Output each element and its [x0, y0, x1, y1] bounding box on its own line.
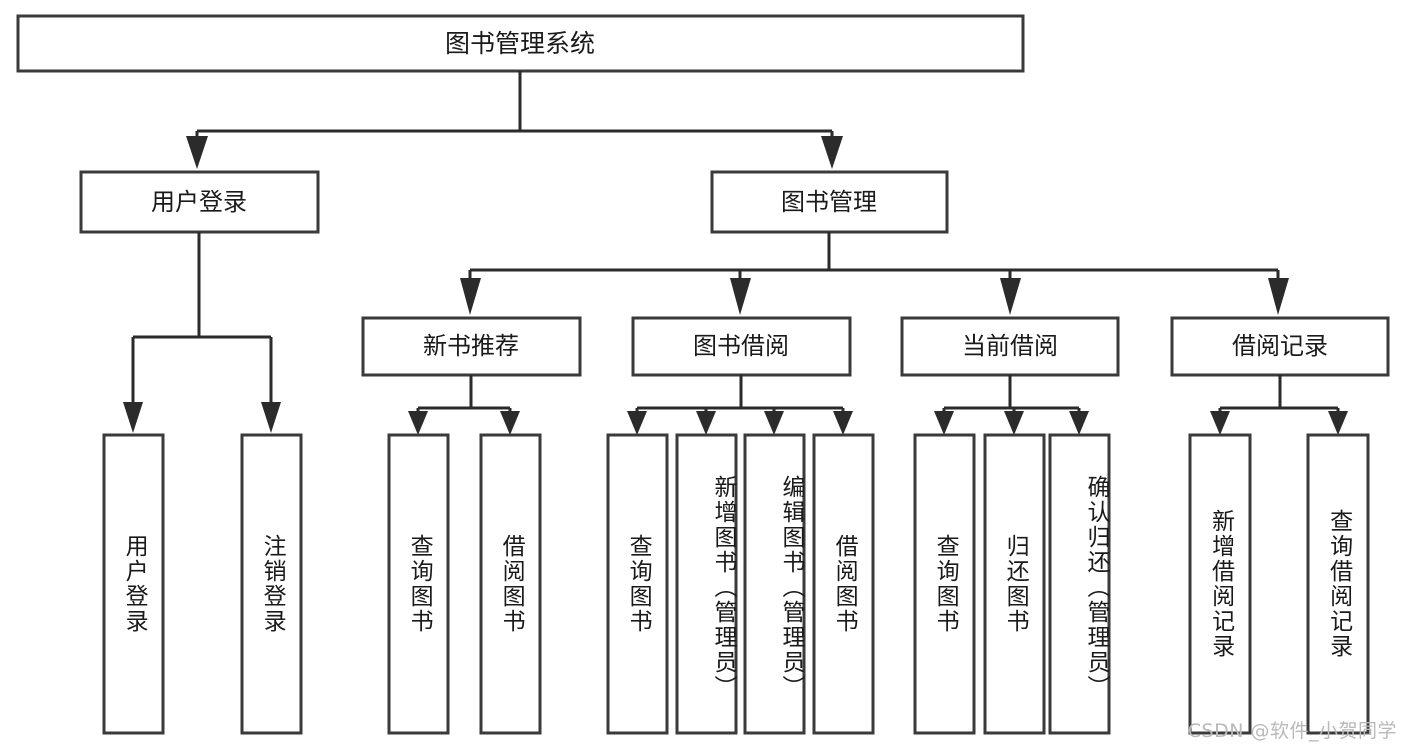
arrow-to-book-management: [821, 136, 843, 169]
leaf-box-nbr-borrow-book[interactable]: [479, 433, 542, 735]
leaf-box-br-add-record[interactable]: [1188, 433, 1252, 735]
arrow-to-user-login: [186, 136, 208, 169]
arrow-to-leaf-br-1: [1210, 411, 1230, 435]
arrow-to-leaf-user-login: [123, 402, 143, 433]
leaf-box-bb-edit-book[interactable]: [743, 433, 806, 735]
watermark-text: CSDN @软件_小贺同学: [1187, 720, 1397, 742]
arrow-to-leaf-bb-3: [764, 411, 784, 435]
leaf-box-cb-confirm-return[interactable]: [1048, 433, 1111, 735]
arrow-to-borrow-record: [1268, 278, 1289, 315]
arrow-to-leaf-bb-4: [833, 411, 853, 435]
arrow-to-leaf-nbr-1: [408, 411, 428, 435]
arrow-to-leaf-bb-2: [696, 411, 716, 435]
leaf-box-bb-query-book[interactable]: [606, 433, 669, 735]
node-root-box[interactable]: [16, 14, 1025, 73]
arrow-to-leaf-br-2: [1328, 411, 1348, 435]
leaf-box-logout[interactable]: [240, 433, 303, 735]
arrow-to-current-borrow: [1000, 278, 1021, 315]
node-current-borrow-label: 当前借阅: [962, 332, 1058, 360]
node-book-management-box[interactable]: [710, 170, 949, 234]
arrow-to-leaf-logout: [261, 402, 281, 433]
node-book-management-label: 图书管理: [781, 188, 877, 216]
node-borrow-record-box[interactable]: [1170, 316, 1390, 377]
arrow-to-leaf-cb-1: [934, 411, 954, 435]
node-root-label: 图书管理系统: [445, 29, 595, 58]
arrow-to-leaf-cb-2: [1004, 411, 1024, 435]
leaf-box-nbr-query-book[interactable]: [387, 433, 450, 735]
arrow-to-leaf-cb-3: [1069, 411, 1089, 435]
node-user-login-label: 用户登录: [151, 188, 247, 216]
arrow-to-new-book-recommend: [460, 278, 481, 315]
leaf-box-bb-borrow-book[interactable]: [812, 433, 875, 735]
leaf-box-user-login[interactable]: [102, 433, 165, 735]
arrow-to-leaf-nbr-2: [500, 411, 520, 435]
node-new-book-recommend-box[interactable]: [361, 316, 582, 377]
node-current-borrow-box[interactable]: [900, 316, 1120, 377]
node-book-borrow-label: 图书借阅: [693, 332, 789, 360]
node-new-book-recommend-label: 新书推荐: [423, 332, 519, 360]
arrow-to-leaf-bb-1: [627, 411, 647, 435]
leaf-box-br-query-record[interactable]: [1306, 433, 1370, 735]
leaf-box-bb-add-book[interactable]: [675, 433, 738, 735]
leaf-box-cb-query-book[interactable]: [913, 433, 976, 735]
leaf-box-cb-return-book[interactable]: [983, 433, 1046, 735]
arrow-to-book-borrow: [730, 278, 751, 315]
node-borrow-record-label: 借阅记录: [1232, 332, 1328, 360]
node-book-borrow-box[interactable]: [631, 316, 852, 377]
